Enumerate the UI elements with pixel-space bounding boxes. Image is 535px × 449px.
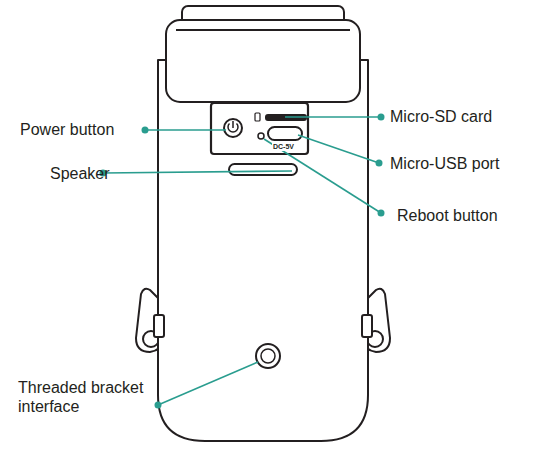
leader-line [264,139,381,213]
reboot-hole [258,133,264,139]
leader-line [285,116,381,118]
part-label: Power button [20,120,114,139]
leader-dot [378,114,385,121]
leader-dot [142,127,149,134]
side-clip [362,315,372,337]
leader-line [103,171,292,173]
leader-line [145,129,226,131]
part-label: Speaker [50,164,110,183]
part-label: Micro-USB port [390,154,499,173]
cap-edge [176,29,350,31]
device-marking: DC-5V [272,143,295,151]
leader-line [158,362,258,405]
threaded-hole [256,344,280,368]
threaded-hole [261,349,275,363]
part-label: Reboot button [397,206,498,225]
power-symbol [228,121,238,132]
side-clip [154,315,164,337]
usb-port [268,127,302,140]
speaker-grille [229,164,297,175]
part-label: Threaded bracket interface [18,378,168,416]
part-label: Micro-SD card [390,107,492,126]
top-cap [166,20,360,102]
leader-dot [378,210,385,217]
leader-line [298,135,379,163]
power-button [224,119,242,137]
leader-dot [376,160,383,167]
rear-panel [211,103,308,154]
sd-icon [255,113,260,121]
leader-dot [155,402,162,409]
